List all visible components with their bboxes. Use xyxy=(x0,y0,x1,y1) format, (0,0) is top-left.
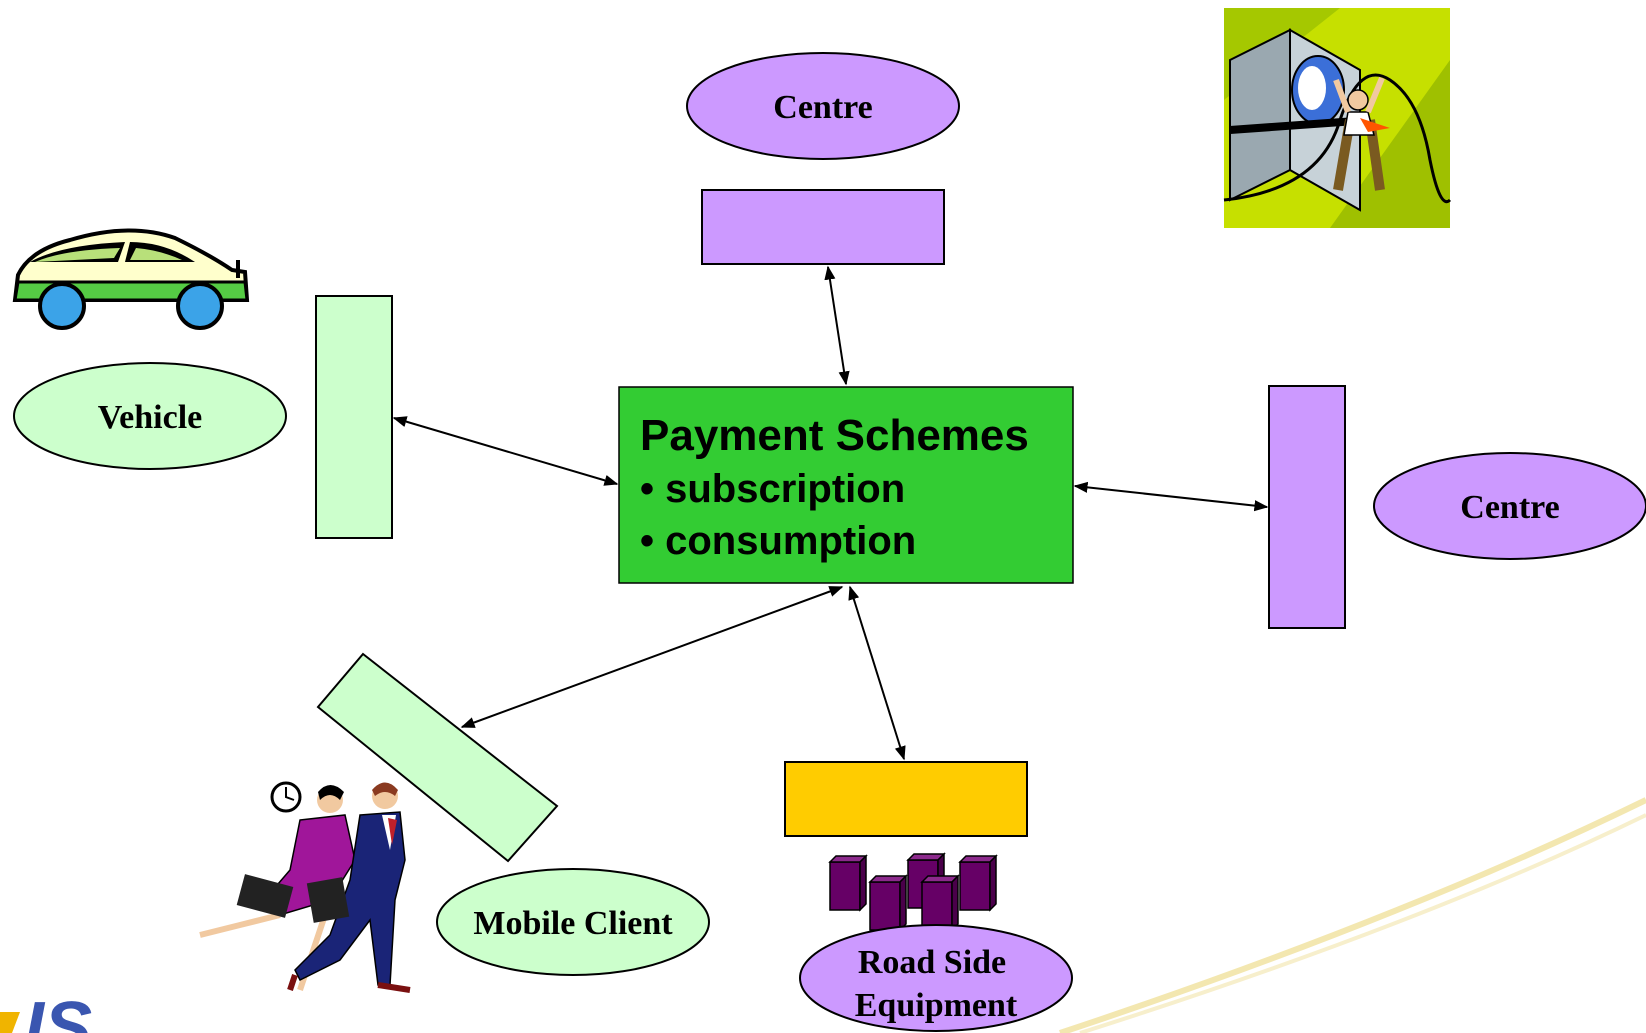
logo: IS xyxy=(0,988,92,1033)
road-side-interface-box xyxy=(784,761,1028,837)
road-side-label-line2: Equipment xyxy=(855,987,1018,1024)
centre-right-interface-box xyxy=(1268,385,1346,629)
arrow-mobile-client xyxy=(460,586,844,728)
mobile-client-interface-box xyxy=(316,652,559,863)
road-side-label-line1: Road Side xyxy=(858,944,1006,981)
mobile-client-label: Mobile Client xyxy=(473,905,673,942)
arrow-centre-right xyxy=(1073,481,1269,512)
centre-top-ellipse xyxy=(686,52,960,160)
payment-item-subscription: • subscription xyxy=(640,467,905,511)
vehicle-interface-box xyxy=(315,295,393,539)
road-side-ellipse xyxy=(799,924,1073,1032)
road-side-buildings-icon xyxy=(828,852,998,932)
centre-top-interface-box xyxy=(701,189,945,265)
centre-right-label: Centre xyxy=(1460,489,1559,526)
logo-text: IS xyxy=(24,988,92,1033)
centre-top-label: Centre xyxy=(773,89,872,126)
vehicle-ellipse xyxy=(13,362,287,470)
mobile-people-icon xyxy=(199,781,411,993)
arrow-vehicle xyxy=(392,416,619,486)
vehicle-label: Vehicle xyxy=(98,399,203,436)
payment-item-consumption: • consumption xyxy=(640,519,916,563)
centre-right-ellipse xyxy=(1373,452,1646,560)
payment-schemes-box xyxy=(618,386,1074,584)
payment-schemes-title: Payment Schemes xyxy=(640,411,1029,460)
arrow-road-side xyxy=(848,585,906,761)
arrow-centre-top xyxy=(824,265,850,386)
decorative-swoosh xyxy=(1059,797,1646,1033)
mobile-client-ellipse xyxy=(436,868,710,976)
vehicle-car-icon xyxy=(12,228,250,330)
computer-user-clipart-icon xyxy=(1223,8,1452,228)
